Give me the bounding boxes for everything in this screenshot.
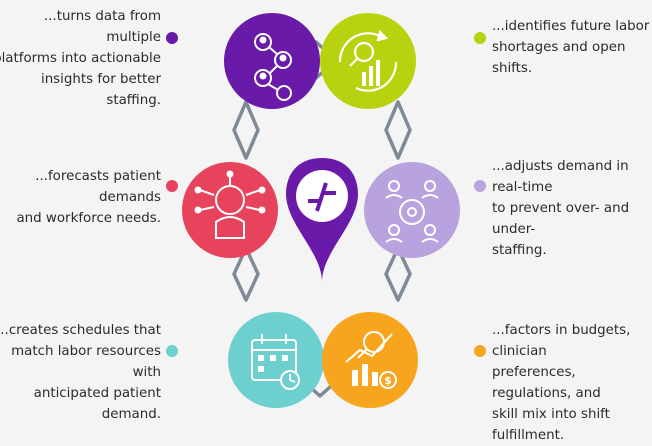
circle-node-adjusts (364, 162, 460, 258)
bullet-dot-forecasts (166, 180, 178, 192)
bullet-dot-shortages (474, 32, 486, 44)
ai-brain-icon (194, 170, 266, 239)
circle-node-schedules (228, 312, 324, 408)
circle-node-forecasts (182, 162, 278, 258)
location-pin-logo-icon (286, 158, 358, 282)
bullet-dot-adjusts (474, 180, 486, 192)
dollar-sign-icon: $ (384, 374, 392, 387)
bullet-dot-schedules (166, 345, 178, 357)
circle-node-budgets: $ (322, 312, 418, 408)
bullet-dot-insights (166, 32, 178, 44)
circle-node-shortages (320, 13, 416, 109)
network-users-icon (254, 33, 292, 101)
bullet-dot-budgets (474, 345, 486, 357)
team-gear-icon (385, 180, 439, 243)
analytics-search-icon (338, 29, 398, 92)
finance-chart-icon (345, 331, 397, 389)
calendar-clock-icon (251, 334, 300, 390)
circle-node-insights (224, 13, 320, 109)
